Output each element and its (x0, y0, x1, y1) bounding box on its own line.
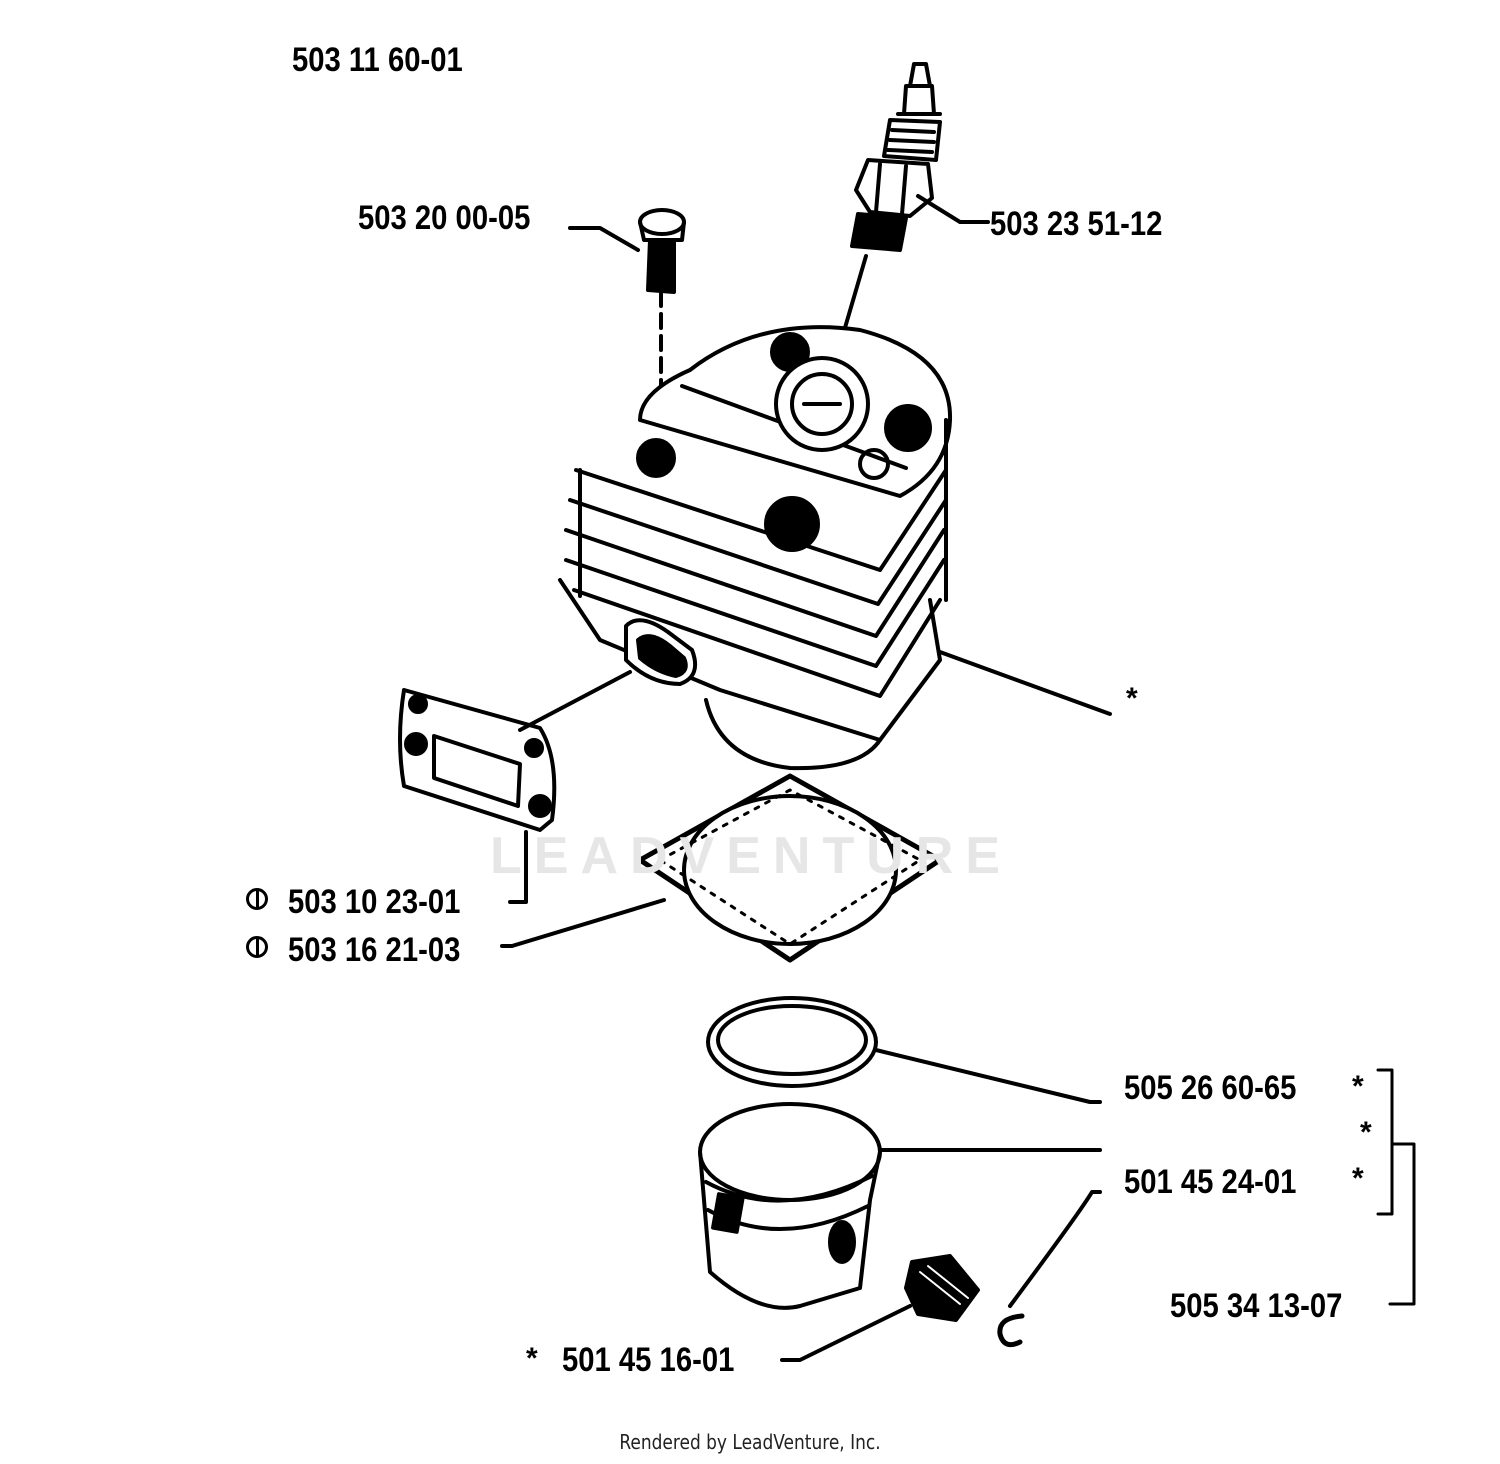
star-mark: * (1352, 1162, 1364, 1195)
part-label-cylinder-gasket[interactable]: 503 16 21-03 (288, 931, 461, 969)
gasket-symbol-icon (246, 936, 268, 958)
spark-plug-drawing (816, 62, 942, 422)
muffler-gasket-drawing (398, 670, 632, 904)
star-mark: * (526, 1342, 538, 1375)
piston-drawing (698, 1102, 1102, 1310)
needle-bearing-drawing (780, 1254, 980, 1362)
assembly-number: 503 11 60-01 (292, 41, 463, 79)
footer-credit: Rendered by LeadVenture, Inc. (619, 1430, 881, 1454)
part-label-bolt[interactable]: 503 20 00-05 (358, 199, 531, 237)
watermark: LEADVENTURE (490, 827, 1013, 885)
part-label-needle-bearing[interactable]: 501 45 16-01 (562, 1341, 735, 1379)
part-label-cylinder[interactable]: * (1126, 682, 1138, 715)
star-mark: * (1352, 1070, 1364, 1103)
star-mark: * (1360, 1116, 1372, 1149)
part-label-piston-kit[interactable]: 505 34 13-07 (1170, 1287, 1343, 1325)
cylinder-gasket-drawing (500, 773, 943, 963)
circlip-drawing (997, 1190, 1102, 1348)
part-label-spark-plug[interactable]: 503 23 51-12 (990, 205, 1163, 243)
cylinder-drawing (558, 325, 1112, 771)
part-label-muffler-gasket[interactable]: 503 10 23-01 (288, 883, 461, 921)
piston-ring-drawing (706, 996, 1102, 1104)
gasket-symbol-icon (246, 888, 268, 910)
part-label-piston-ring[interactable]: 505 26 60-65 (1124, 1069, 1297, 1107)
bolt-drawing (638, 208, 686, 412)
part-label-piston[interactable]: 501 45 24-01 (1124, 1163, 1297, 1201)
